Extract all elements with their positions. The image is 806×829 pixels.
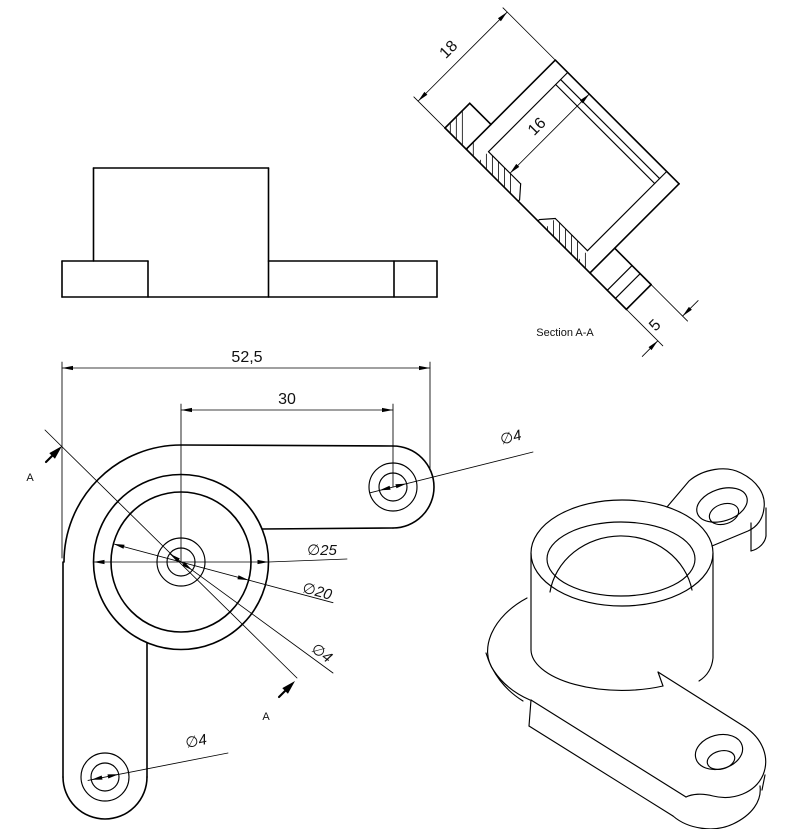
section-hatching xyxy=(449,110,586,269)
front-view xyxy=(61,167,438,298)
plan-view: 52,5 30 A A ∅25 ∅20 ∅4 ∅4 ∅4 xyxy=(26,349,534,820)
boss-diameter-label: ∅25 xyxy=(307,542,337,559)
bore-diameter-label: ∅20 xyxy=(301,580,335,604)
section-mark-a-bottom-label: A xyxy=(262,711,270,723)
center-hole-dia-label: ∅4 xyxy=(308,640,335,666)
lower-lug-hole-dia-label: ∅4 xyxy=(184,731,208,752)
hole-distance-label: 30 xyxy=(278,391,296,408)
right-lug-hole-dia-label: ∅4 xyxy=(498,427,523,449)
section-height-label: 18 xyxy=(437,37,462,62)
bore-depth-label: 16 xyxy=(525,115,550,140)
section-mark-a-top-label: A xyxy=(26,472,34,484)
dimension-arrows xyxy=(49,12,692,780)
isometric-view xyxy=(485,468,767,829)
overall-width-label: 52,5 xyxy=(231,349,262,366)
section-title: Section A-A xyxy=(536,327,594,339)
section-view: 18 16 5 Section A-A xyxy=(413,7,699,357)
